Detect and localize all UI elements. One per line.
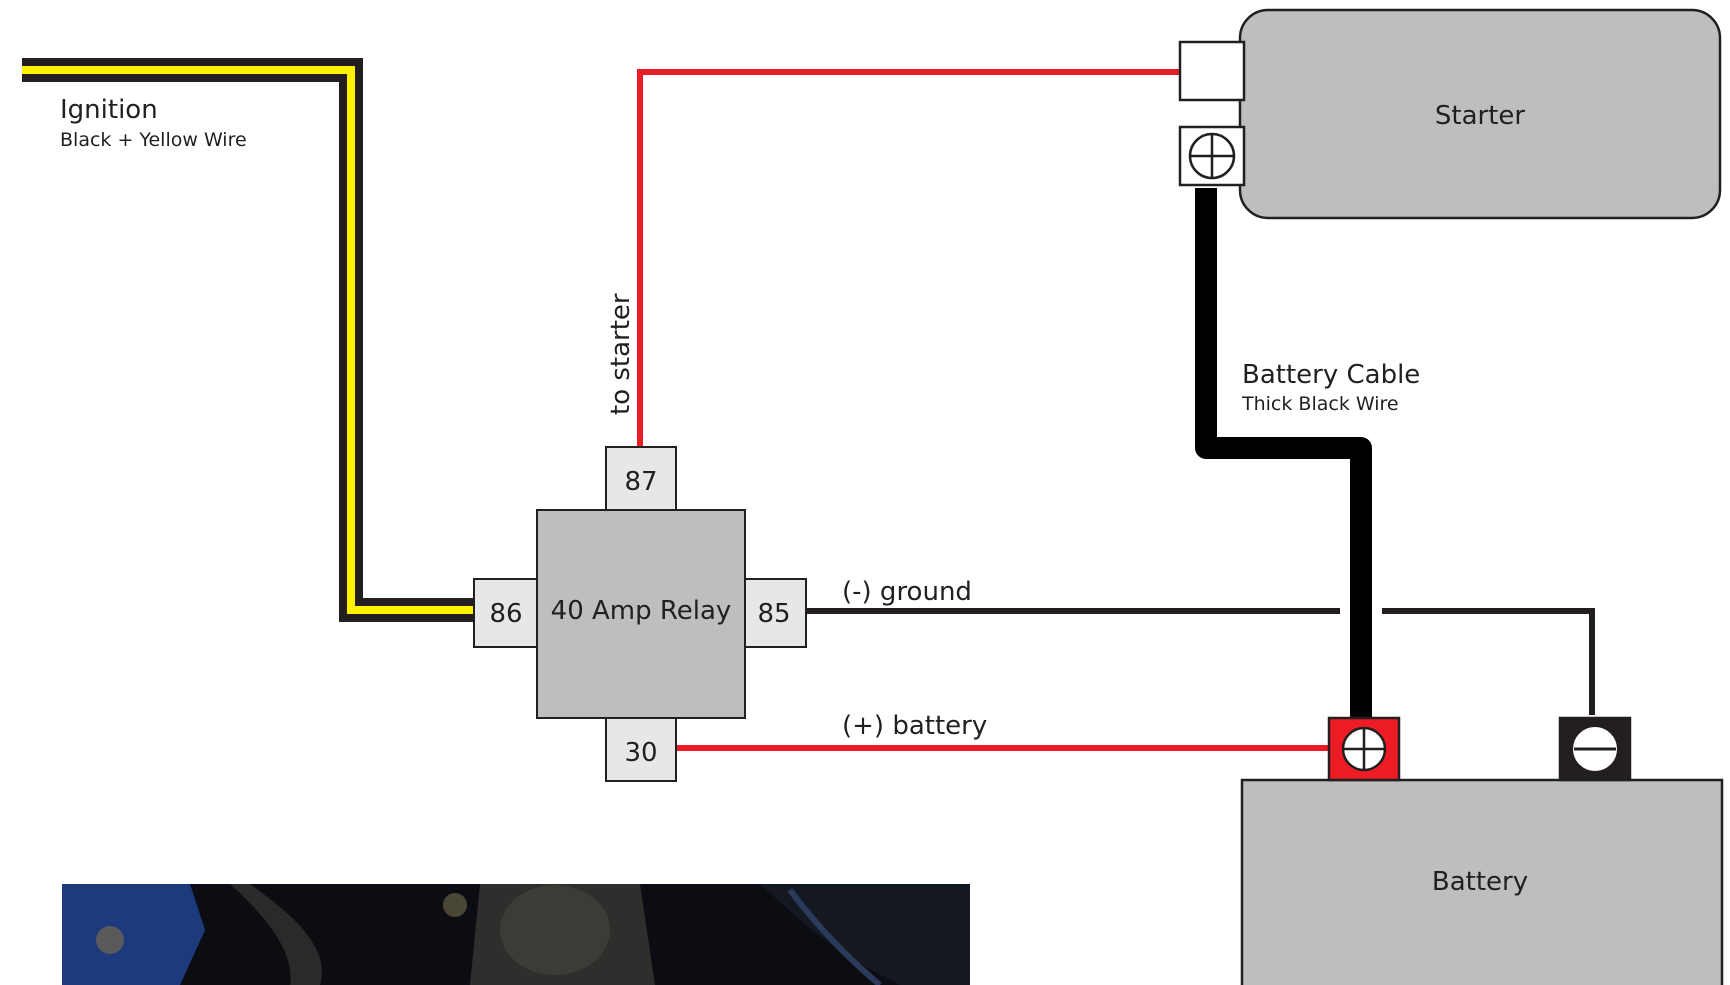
pin-85-label: 85 [757,599,790,629]
starter-label: Starter [1435,101,1526,131]
pin-30-label: 30 [624,738,657,768]
starter: Starter [1178,8,1722,220]
battery-wire-label: (+) battery [842,711,987,741]
to-starter-label: to starter [606,293,636,415]
ignition-subtitle: Black + Yellow Wire [60,129,247,151]
ground-wire [800,608,1595,715]
relay-label: 40 Amp Relay [551,596,732,626]
pin-86-label: 86 [489,599,522,629]
relay-pin-85 [741,578,807,648]
pin-87-label: 87 [624,467,657,497]
to-starter-wire [637,69,1180,448]
engine-bay-photo [62,884,970,985]
battery-cable-title: Battery Cable [1242,360,1420,390]
plus-circle-icon [1188,132,1236,180]
starter-solenoid-terminal [1178,40,1246,102]
ignition-wire [22,58,475,622]
ground-label: (-) ground [842,577,972,607]
battery: Battery [1240,716,1724,985]
battery-cable-subtitle: Thick Black Wire [1241,393,1399,415]
relay-body [536,509,746,719]
plus-circle-icon [1341,726,1387,772]
ignition-title: Ignition [60,95,158,125]
battery-body [1240,778,1724,985]
relay: 40 Amp Relay 87 86 85 30 [473,446,807,782]
relay-pin-86 [473,578,539,648]
minus-circle-icon [1573,727,1617,771]
battery-label: Battery [1432,867,1528,897]
battery-cable [1195,188,1372,720]
